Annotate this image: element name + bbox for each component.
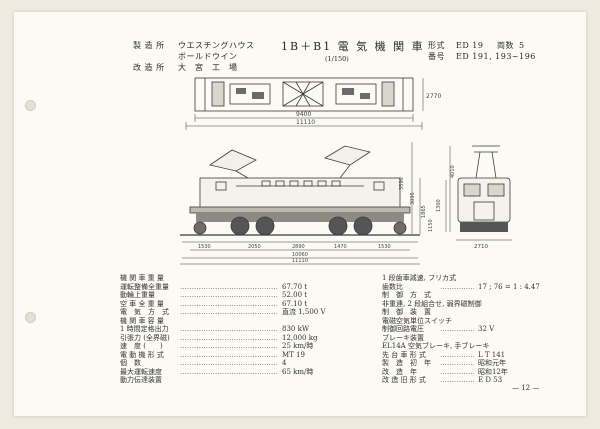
end-width-label: 2710 xyxy=(474,244,488,250)
side-elevation-drawing xyxy=(180,142,421,265)
punch-hole xyxy=(25,100,36,111)
spec-label: 制 御 方 式 xyxy=(382,291,431,299)
spec-value: 830 kW xyxy=(282,325,310,333)
spec-value: 17 ; 76 = 1 : 4.47 xyxy=(478,282,540,291)
scale-note: (1/150) xyxy=(325,55,349,63)
type-label: 形式 xyxy=(428,41,445,50)
spec-label: 運転整備全重量 xyxy=(120,282,169,291)
spec-label: 制 御 装 置 xyxy=(382,308,431,316)
spec-label: 個 数 xyxy=(120,359,141,367)
spec-label: ブレーキ装置 xyxy=(382,333,424,342)
rebuilder-label: 改 造 所 xyxy=(133,63,165,72)
spec-value: 67.70 t xyxy=(282,282,308,291)
spec-label: 動力伝達装置 xyxy=(120,376,162,384)
side-height-4: 1150 xyxy=(428,219,434,232)
leader-dots: ……………………………………………………………… xyxy=(180,351,278,359)
spec-label: 歯数比 xyxy=(382,282,403,291)
side-height-1: 3590 xyxy=(399,177,405,190)
spec-label: 空 車 全 重 量 xyxy=(120,299,164,308)
spec-label: 改 造 旧 形 式 xyxy=(382,376,426,384)
plan-view-drawing xyxy=(185,77,424,130)
leader-dots: ……………………………………………………………… xyxy=(180,326,278,333)
spec-label: 1 時間定格出力 xyxy=(120,325,169,333)
spec-value: MT 19 xyxy=(282,350,305,359)
leader-dots: ……………………………………………………………… xyxy=(440,351,474,359)
bogie-dim-b: 2050 xyxy=(248,244,261,250)
spec-label: 電 気 方 式 xyxy=(120,308,169,316)
spec-label: 改 造 年 xyxy=(382,367,417,376)
count-value: 5 xyxy=(519,41,525,50)
bogie-dim-d: 1470 xyxy=(334,244,347,250)
spec-label: 引張力 (全界磁) xyxy=(120,333,170,342)
leader-dots: ……………………………………………………………… xyxy=(180,283,278,291)
spec-label: 1 段歯車減速, フリカ式 xyxy=(382,274,457,282)
spec-value: L T 141 xyxy=(478,350,506,359)
end-height-2-label: 1300 xyxy=(436,199,442,212)
bogie-dim-e: 1530 xyxy=(378,244,391,250)
spec-label: 機 関 車 容 量 xyxy=(120,316,164,325)
leader-dots: ……………………………………………………………… xyxy=(440,368,474,376)
spec-label: 動輪上重量 xyxy=(120,291,155,299)
spec-label: 非重連, 2 段組合せ, 弱界磁制御 xyxy=(382,299,482,308)
spec-label: 電 動 機 形 式 xyxy=(120,350,164,359)
number-value: ED 191, 193~196 xyxy=(456,52,536,61)
leader-dots: ……………………………………………………………… xyxy=(180,292,278,299)
maker-value: ウエスチングハウス xyxy=(178,41,255,50)
overall-wheelbase-label: 10060 xyxy=(292,252,308,258)
maker-label: 製 造 所 xyxy=(133,41,165,50)
leader-dots: ……………………………………………………………… xyxy=(180,343,278,350)
maker-value-2: ボールドウイン xyxy=(178,52,238,61)
bogie-dim-a: 1530 xyxy=(198,244,211,250)
spec-label: 制御回路電圧 xyxy=(382,325,424,333)
leader-dots: ……………………………………………………………… xyxy=(440,360,474,367)
plan-width-label: 11110 xyxy=(296,119,315,126)
spec-value: 12,000 kg xyxy=(282,333,318,342)
spec-label: 製 造 初 年 xyxy=(382,359,431,367)
leader-dots: ……………………………………………………………… xyxy=(440,326,474,333)
spec-label: 速 度 ( ) xyxy=(120,342,163,350)
side-height-3: 1865 xyxy=(421,205,427,218)
spec-label: 電磁空気単位スイッチ xyxy=(382,316,452,325)
document-title: 1B＋B1 電 気 機 関 車 xyxy=(281,40,425,53)
page-number: — 12 — xyxy=(512,384,540,392)
spec-value: 65 km/時 xyxy=(282,367,314,376)
spec-value: 52.00 t xyxy=(282,291,308,299)
spec-value: 32 V xyxy=(478,325,495,333)
punch-hole xyxy=(25,312,36,323)
leader-dots: ……………………………………………………………… xyxy=(440,377,474,384)
leader-dots: ……………………………………………………………… xyxy=(180,309,278,316)
type-value: ED 19 xyxy=(456,41,484,50)
leader-dots: ……………………………………………………………… xyxy=(180,368,278,376)
spec-value: 25 km/時 xyxy=(282,342,314,350)
spec-value: E D 53 xyxy=(478,376,503,384)
overall-length-label: 11110 xyxy=(292,258,308,264)
end-view-drawing xyxy=(445,145,512,241)
leader-dots: ……………………………………………………………… xyxy=(180,334,278,342)
spec-value: 67.10 t xyxy=(282,299,308,308)
number-label: 番号 xyxy=(428,52,445,61)
spec-label: 機 関 車 重 量 xyxy=(120,274,164,282)
spec-value: 昭和元年 xyxy=(478,359,506,367)
spec-value: 直流 1,500 V xyxy=(282,308,326,316)
end-height-label: 4010 xyxy=(450,165,456,178)
rebuilder-value: 大 宮 工 場 xyxy=(178,63,238,72)
leader-dots: ……………………………………………………………… xyxy=(180,300,278,308)
spec-label: EL14A 空気ブレーキ, 手ブレーキ xyxy=(382,342,490,350)
count-label: 両数 xyxy=(497,41,514,50)
spec-label: 先 台 車 形 式 xyxy=(382,350,426,359)
spec-value: 4 xyxy=(282,359,287,367)
leader-dots: ……………………………………………………………… xyxy=(180,360,278,367)
plan-height-label: 2770 xyxy=(426,93,441,100)
bogie-dim-c: 2890 xyxy=(292,244,305,250)
plan-length-label: 9400 xyxy=(296,111,311,118)
spec-label: 最大運転速度 xyxy=(120,367,162,376)
leader-dots: ……………………………………………………………… xyxy=(440,283,474,291)
side-height-2: 3095 xyxy=(410,192,416,205)
spec-value: 昭和12年 xyxy=(478,367,508,376)
